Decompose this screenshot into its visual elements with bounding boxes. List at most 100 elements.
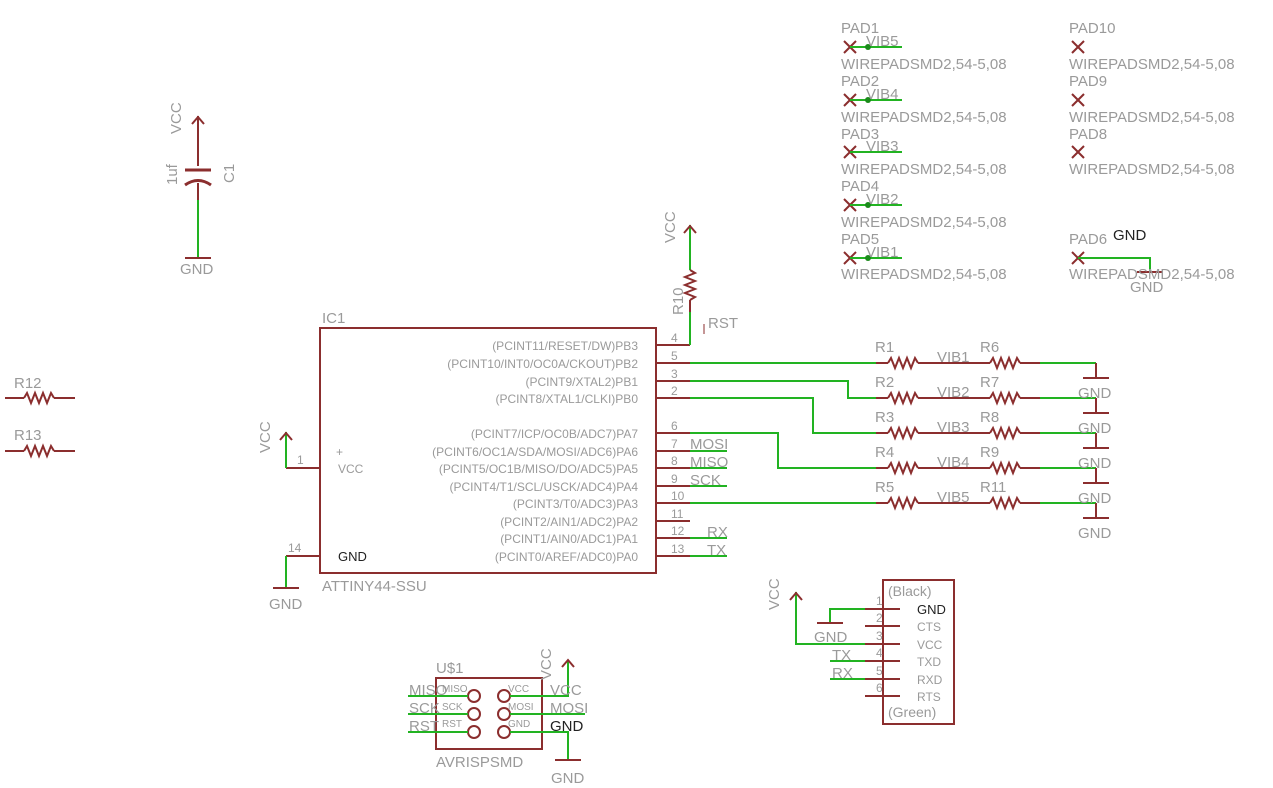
ftdi-vcc-supply: VCC [766, 578, 783, 610]
ic1-pin-label: (PCINT3/T0/ADC3)PA3 [513, 497, 638, 511]
gnd-label: GND [1078, 455, 1112, 472]
ic1-pin-row: 13(PCINT0/AREF/ADC0)PA0 [495, 542, 690, 564]
isp-pin-label: RST [442, 719, 462, 730]
ftdi-pin-num: 6 [876, 681, 883, 695]
r9-label: R9 [980, 444, 999, 461]
ftdi-pin-label: CTS [917, 620, 941, 634]
ic1-pin-num: 3 [671, 367, 678, 381]
rst-net-label: RST [708, 315, 738, 332]
pad6-net-label: GND [1113, 227, 1147, 244]
ic1-pin-row: 5(PCINT10/INT0/OC0A/CKOUT)PB2 [447, 349, 690, 371]
ic1-value: ATTINY44-SSU [322, 578, 427, 595]
ftdi-pin-label: RXD [917, 673, 943, 687]
capacitor-c1[interactable]: VCC 1uf C1 GND [164, 102, 238, 278]
ic1-pin-row: 8(PCINT5/OC1B/MISO/DO/ADC5)PA5 [439, 454, 690, 476]
ic1-pin-row: 10(PCINT3/T0/ADC3)PA3 [513, 489, 690, 511]
r5-label: R5 [875, 479, 894, 496]
sck-net-label: SCK [690, 472, 721, 489]
motor-row-2[interactable]: R2 VIB2 R7 [875, 374, 1096, 404]
pad-net: VIB3 [866, 138, 899, 155]
ic1-pin-14-label: GND [338, 549, 367, 564]
ic1-pin-num: 6 [671, 419, 678, 433]
motor-row-4[interactable]: R4 VIB4 R9 [875, 444, 1096, 474]
pad-pad1[interactable]: PAD1 VIB5 WIREPADSMD2,54-5,08 [841, 20, 1007, 73]
resistor-r12[interactable]: R12 [5, 375, 75, 404]
motor-row-5[interactable]: R5 VIB5 R11 [875, 479, 1096, 509]
ic1-signal-wires: MOSI MISO SCK RX TX [690, 362, 876, 559]
gnd-label: GND [1078, 385, 1112, 402]
ic1-attiny44[interactable]: IC1 ATTINY44-SSU 1 VCC + 14 GND VCC GND … [257, 310, 690, 613]
vib3-net-label: VIB3 [937, 419, 970, 436]
pad-value: WIREPADSMD2,54-5,08 [841, 266, 1007, 283]
gnd-label: GND [1078, 525, 1112, 542]
r10-name-label: R10 [670, 287, 687, 315]
pad-pad8[interactable]: PAD8 WIREPADSMD2,54-5,08 [1069, 126, 1235, 178]
ftdi-pin-num: 1 [876, 594, 883, 608]
pad-pad4[interactable]: PAD4 VIB2 WIREPADSMD2,54-5,08 [841, 178, 1007, 231]
ic1-pin-num: 8 [671, 454, 678, 468]
isp-pin-pad [467, 725, 481, 739]
motor-ground-symbols: GND GND GND GND GND [1078, 363, 1112, 542]
pad-value: WIREPADSMD2,54-5,08 [841, 109, 1007, 126]
r12-label: R12 [14, 375, 42, 392]
pad-pad10[interactable]: PAD10 WIREPADSMD2,54-5,08 [1069, 20, 1235, 73]
ic1-pin-row: 12 (PCINT1/AIN0/ADC1)PA1 [500, 524, 690, 546]
junction-dot [865, 97, 871, 103]
ic1-pin-row: 3(PCINT9/XTAL2)PB1 [526, 367, 690, 389]
rx-net-label: RX [707, 524, 728, 541]
motor-row-1[interactable]: R1 VIB1 R6 [875, 339, 1096, 369]
ic1-pin-label: (PCINT10/INT0/OC0A/CKOUT)PB2 [447, 357, 638, 371]
ftdi-pin-label: RTS [917, 690, 941, 704]
resistor-r13[interactable]: R13 [5, 427, 75, 457]
r7-label: R7 [980, 374, 999, 391]
junction-dot [865, 255, 871, 261]
isp-pin-pad [467, 707, 481, 721]
r11-label: R11 [980, 479, 1006, 496]
ic1-pin-row: 4(PCINT11/RESET/DW)PB3 [492, 331, 690, 353]
pad-value: WIREPADSMD2,54-5,08 [841, 214, 1007, 231]
ftdi-pin-num: 3 [876, 629, 883, 643]
pad-pad2[interactable]: PAD2 VIB4 WIREPADSMD2,54-5,08 [841, 73, 1007, 126]
ic1-pin-num: 4 [671, 331, 678, 345]
ic1-pin-label: (PCINT2/AIN1/ADC2)PA2 [500, 515, 638, 529]
pad-net: VIB4 [866, 86, 899, 103]
ftdi-pin-num: 5 [876, 664, 883, 678]
ftdi-gnd-net: GND [814, 629, 848, 646]
pad-pad6[interactable]: PAD6 GND WIREPADSMD2,54-5,08 GND [1069, 227, 1235, 296]
vib4-net-label: VIB4 [937, 454, 970, 471]
pad-name: PAD10 [1069, 20, 1115, 37]
resistor-r10[interactable]: VCC R10 RST [662, 211, 738, 345]
pad-name: PAD8 [1069, 126, 1107, 143]
r13-label: R13 [14, 427, 42, 444]
ic1-pin-num: 7 [671, 437, 678, 451]
pad-name: PAD1 [841, 20, 879, 37]
pad-name: PAD4 [841, 178, 879, 195]
tx-net-label: TX [707, 542, 726, 559]
ftdi-pin-num: 4 [876, 646, 883, 660]
ic1-pin-label: (PCINT6/OC1A/SDA/MOSI/ADC6)PA6 [432, 445, 638, 459]
ic1-pin-row: 11(PCINT2/AIN1/ADC2)PA2 [500, 507, 690, 529]
ic1-pin-label: (PCINT1/AIN0/ADC1)PA1 [500, 532, 638, 546]
r4-label: R4 [875, 444, 894, 461]
pad-name: PAD6 [1069, 231, 1107, 248]
r10-vcc-label: VCC [662, 211, 679, 243]
ftdi-tx-net: TX [832, 647, 851, 664]
c1-gnd-label: GND [180, 261, 214, 278]
isp-vcc-supply: VCC [538, 648, 555, 680]
pad-pad9[interactable]: PAD9 WIREPADSMD2,54-5,08 [1069, 73, 1235, 126]
mosi-net-label: MOSI [690, 436, 728, 453]
isp-header-u1[interactable]: U$1 AVRISPSMD MISO SCK RST VCC MOSI GND … [408, 648, 588, 787]
ic1-vcc-supply: VCC [257, 421, 274, 453]
pad-pad5[interactable]: PAD5 VIB1 WIREPADSMD2,54-5,08 [841, 231, 1007, 283]
ic1-pin-num: 12 [671, 524, 685, 538]
pad-pad3[interactable]: PAD3 VIB3 WIREPADSMD2,54-5,08 [841, 126, 1007, 178]
pad-net: VIB2 [866, 191, 899, 208]
ic1-pin-1-num: 1 [297, 453, 304, 467]
motor-row-3[interactable]: R3 VIB3 R8 [875, 409, 1096, 439]
ic1-pin-14-num: 14 [288, 541, 302, 555]
isp-mosi-net: MOSI [550, 700, 588, 717]
